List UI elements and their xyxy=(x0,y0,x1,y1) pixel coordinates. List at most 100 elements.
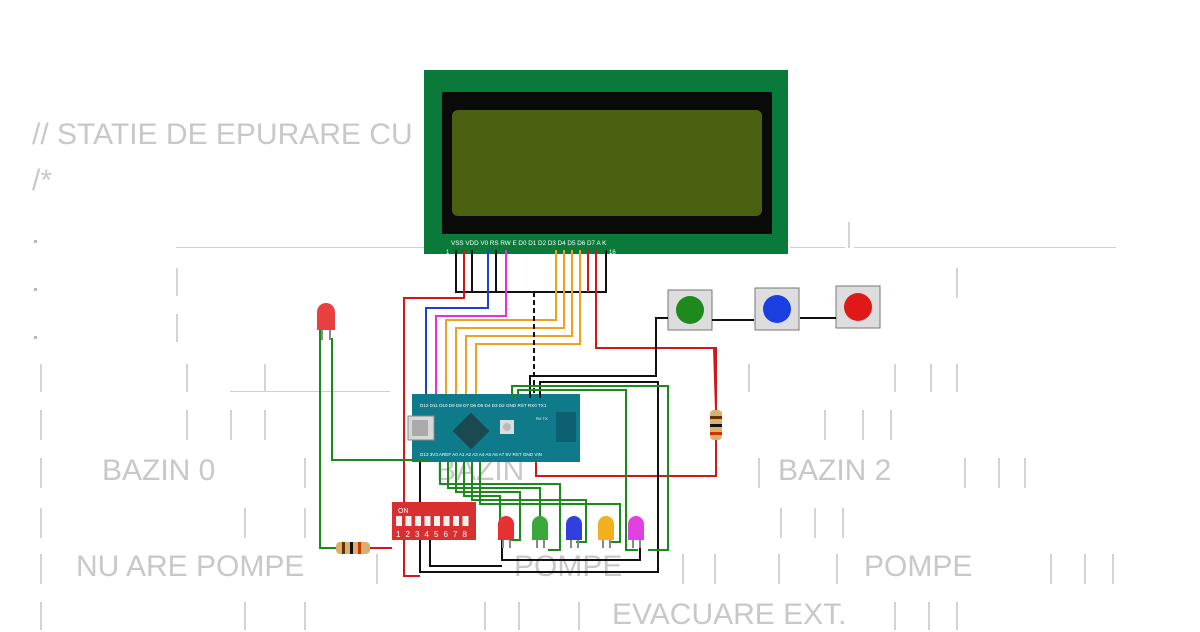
label-evacuare: EVACUARE EXT. xyxy=(612,598,847,631)
vbar-w xyxy=(998,458,1000,488)
lcd-wires xyxy=(403,250,717,577)
dip-key-5[interactable] xyxy=(434,516,440,526)
dip-number-5: 5 xyxy=(434,530,439,539)
arduino-top-header: D12 D11 D10 D9 D8 D7 D6 D5 D4 D3 D2 GND … xyxy=(420,403,547,408)
dip-key-4[interactable] xyxy=(424,516,431,526)
vbar-ae xyxy=(40,554,42,584)
dot-2 xyxy=(34,288,37,291)
vbar-ak xyxy=(1050,554,1052,584)
resistor-left xyxy=(336,542,370,554)
label-bazin-2: BAZIN 2 xyxy=(778,454,892,487)
vbar-aq xyxy=(484,602,486,630)
dip-number-8: 8 xyxy=(463,530,468,539)
vbar-q xyxy=(862,410,864,440)
vbar-n xyxy=(230,410,232,440)
dip-key-7[interactable] xyxy=(453,516,459,526)
vbar-aj xyxy=(836,554,838,584)
vbar-a xyxy=(848,222,850,248)
vbar-j xyxy=(930,364,932,392)
vbar-m xyxy=(186,410,188,440)
dip-number-3: 3 xyxy=(415,530,420,539)
vbar-o xyxy=(264,410,266,440)
vbar-t xyxy=(304,458,306,488)
dip-key-8[interactable] xyxy=(462,516,469,526)
vbar-x xyxy=(1024,458,1026,488)
vbar-ar xyxy=(518,602,520,630)
button-and-led-wires xyxy=(319,317,836,573)
vbar-au xyxy=(928,602,930,630)
lcd-pin-labels: VSS VDD V0 RS RW E D0 D1 D2 D3 D4 D5 D6 … xyxy=(451,240,607,247)
vbar-u xyxy=(758,458,760,488)
vbar-al xyxy=(1084,554,1086,584)
button-green[interactable] xyxy=(667,289,713,331)
vbar-ab xyxy=(780,508,782,538)
vbar-k xyxy=(956,364,958,392)
lcd-pin-first: 1 xyxy=(446,250,450,256)
arduino-bottom-header: D13 3V3 AREF A0 A1 A2 A3 A4 A5 A6 A7 5V … xyxy=(420,452,542,457)
label-pompe-right: POMPE xyxy=(864,550,973,583)
rule-right-a xyxy=(790,247,845,248)
dip-key-1[interactable] xyxy=(396,516,402,526)
vbar-d xyxy=(956,268,958,298)
led-yellow xyxy=(598,516,614,548)
vbar-i xyxy=(894,364,896,392)
vbar-s xyxy=(40,458,42,488)
bottom-leds xyxy=(498,516,644,548)
dip-number-2: 2 xyxy=(406,530,411,539)
rule-left xyxy=(176,247,426,248)
vbar-h xyxy=(748,364,750,392)
vbar-p xyxy=(824,410,826,440)
arduino-chip-label: RX TX xyxy=(536,416,548,421)
vbar-an xyxy=(40,602,42,630)
dip-number-6: 6 xyxy=(444,530,449,539)
vbar-ah xyxy=(714,554,716,584)
resistor-right xyxy=(710,410,722,440)
lcd-pin-last: 16 xyxy=(609,250,616,256)
vbar-ap xyxy=(304,602,306,630)
led-green xyxy=(532,516,548,548)
label-nu-are-pompe: NU ARE POMPE xyxy=(76,550,305,583)
vbar-as xyxy=(578,602,580,630)
dip-key-2[interactable] xyxy=(405,516,412,526)
vbar-aa xyxy=(304,508,306,538)
vbar-b xyxy=(176,268,178,296)
comment-line-1: // STATIE DE EPURARE CU xyxy=(32,118,413,151)
lcd-module[interactable]: VSS VDD V0 RS RW E D0 D1 D2 D3 D4 D5 D6 … xyxy=(424,70,788,256)
vbar-e xyxy=(40,364,42,392)
vbar-ac xyxy=(814,508,816,538)
dip-number-7: 7 xyxy=(453,530,458,539)
dip-on-label: ON xyxy=(398,508,409,515)
vbar-ai xyxy=(778,554,780,584)
dip-number-4: 4 xyxy=(425,530,430,539)
led-blue xyxy=(566,516,582,548)
button-blue[interactable] xyxy=(754,287,800,331)
vbar-am xyxy=(1112,554,1114,584)
vbar-z xyxy=(244,508,246,538)
vbar-y xyxy=(40,508,42,538)
vbar-av xyxy=(956,602,958,630)
vbar-c xyxy=(176,314,178,342)
led-red-top xyxy=(317,303,335,340)
vbar-ag xyxy=(682,554,684,584)
label-pompe-mid: POMPE xyxy=(514,550,623,583)
button-red[interactable] xyxy=(835,285,881,329)
vbar-at xyxy=(894,602,896,630)
dip-key-3[interactable] xyxy=(415,516,421,526)
arduino-nano[interactable]: D12 D11 D10 D9 D8 D7 D6 D5 D4 D3 D2 GND … xyxy=(407,394,580,462)
vbar-g xyxy=(264,364,266,392)
label-bazin-0: BAZIN 0 xyxy=(102,454,216,487)
dot-3 xyxy=(34,336,37,339)
led-red xyxy=(498,516,514,548)
vbar-v xyxy=(964,458,966,488)
vbar-ad xyxy=(842,508,844,538)
rule-right-b xyxy=(854,247,1116,248)
rule-row-mid xyxy=(230,391,390,392)
vbar-l xyxy=(40,410,42,440)
dip-key-6[interactable] xyxy=(443,516,450,526)
vbar-ao xyxy=(244,602,246,630)
dip-number-1: 1 xyxy=(396,530,401,539)
dot-1 xyxy=(34,240,37,243)
